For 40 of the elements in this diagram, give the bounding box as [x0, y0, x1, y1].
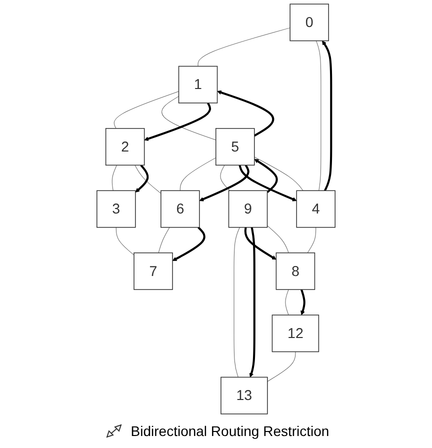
arrow	[199, 164, 250, 202]
node-box: 3	[96, 190, 136, 228]
connector	[134, 164, 162, 194]
node-box: 1	[178, 66, 218, 104]
connector	[316, 40, 322, 191]
connector	[158, 227, 170, 254]
arrow	[244, 227, 276, 260]
arrow	[135, 164, 149, 192]
node-box: 8	[276, 252, 316, 290]
node-box: 13	[220, 376, 268, 414]
arrow	[172, 226, 206, 261]
arrow	[144, 102, 212, 141]
connector	[198, 28, 290, 67]
connector	[180, 157, 216, 191]
legend-label: Bidirectional Routing Restriction	[130, 423, 330, 439]
arrow	[254, 158, 278, 194]
arrow	[249, 227, 256, 378]
connector	[254, 156, 304, 191]
node-box: 7	[134, 252, 173, 290]
connector	[285, 289, 289, 316]
node-box: 9	[228, 190, 268, 228]
node-box: 5	[215, 128, 255, 166]
arrow	[300, 289, 306, 316]
connector	[116, 227, 134, 256]
node-box: 2	[105, 128, 145, 166]
connector	[162, 96, 216, 140]
connector	[307, 227, 316, 254]
node-box: 0	[290, 4, 329, 42]
arrow	[322, 40, 332, 192]
connector	[114, 91, 179, 129]
connector	[220, 164, 230, 191]
connector	[112, 164, 118, 191]
node-box: 6	[160, 190, 200, 228]
node-box: 4	[296, 190, 336, 228]
connector	[234, 227, 240, 378]
connector	[267, 351, 296, 382]
connector	[267, 225, 289, 254]
node-box: 12	[272, 314, 320, 352]
arrow	[238, 164, 297, 202]
arrow	[217, 90, 274, 137]
